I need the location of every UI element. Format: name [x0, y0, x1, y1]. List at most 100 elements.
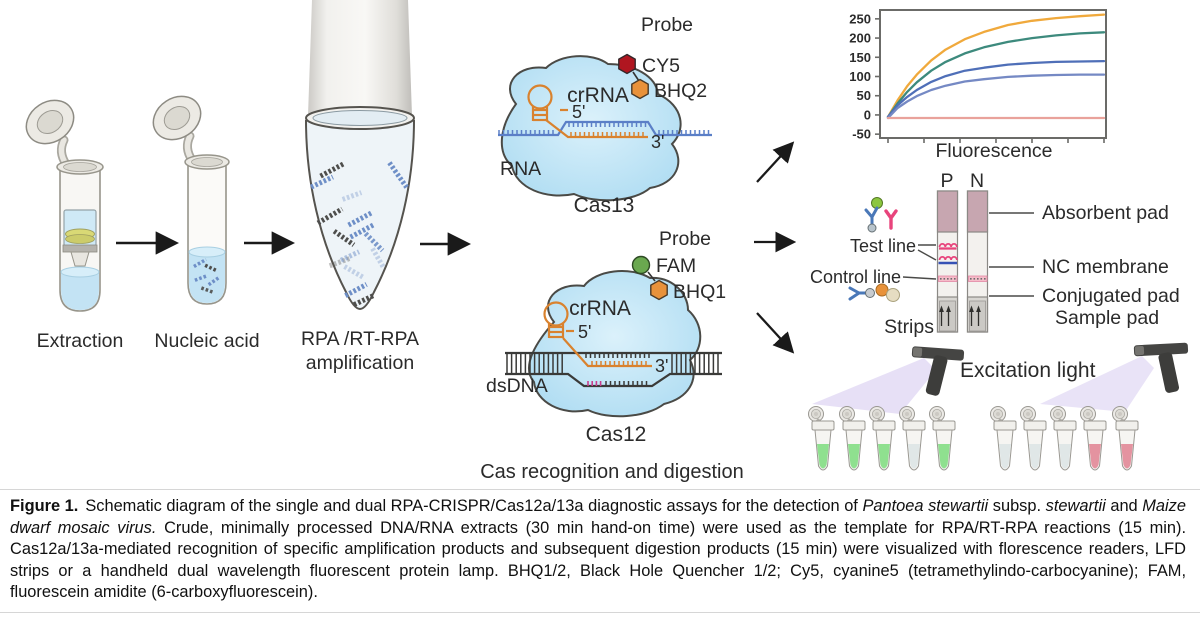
conjugated-pad-label: Conjugated pad	[1042, 285, 1180, 307]
sample-pad-label: Sample pad	[1055, 307, 1159, 329]
rna-label: RNA	[500, 158, 541, 180]
chart-x-label: Fluorescence	[935, 140, 1052, 162]
y-tick-label: 0	[864, 107, 871, 122]
lfd-strips: P N Test line Control li	[810, 170, 1180, 338]
figure-caption-label: Figure 1.	[10, 497, 79, 515]
crrna-hairpin-icon	[543, 301, 574, 339]
sample-tube-green	[808, 406, 835, 471]
cas13-five-prime: 5'	[572, 102, 585, 122]
chart-curve-signal-mid-high	[886, 31, 1106, 119]
caption-species-1: Pantoea stewartii	[862, 497, 989, 515]
cas12-crrna-strand	[562, 337, 652, 368]
chart-curve-signal-mid	[886, 59, 1106, 119]
strips-label: Strips	[884, 316, 934, 338]
cy5-dye-icon	[618, 53, 636, 75]
sample-tube-clear	[990, 406, 1017, 471]
excitation-panel: Excitation light	[808, 342, 1189, 471]
test-line-2	[938, 256, 958, 261]
rpa-tube: RPA /RT-RPA amplification	[301, 0, 419, 374]
nucleic-acid-tube: Nucleic acid	[152, 95, 260, 352]
cas13-three-prime: 3'	[651, 132, 664, 152]
figure-caption: Figure 1. Schematic diagram of the single…	[10, 496, 1186, 604]
y-tick-label: 150	[849, 50, 871, 65]
sample-tube-pink	[1112, 406, 1139, 471]
sample-tube-green	[839, 406, 866, 471]
caption-divider	[0, 489, 1200, 490]
cas-caption: Cas recognition and digestion	[480, 461, 744, 483]
caption-text: Schematic diagram of the single and dual…	[85, 497, 863, 515]
sample-tube-green	[929, 406, 956, 471]
cas12-probe-label: Probe	[659, 228, 711, 250]
result-tubes-right	[990, 406, 1139, 471]
cas12-complex: Probe crRNA 5' 3' dsDNA Cas12 FAM BHQ1	[486, 228, 726, 446]
extraction-tube: Extraction	[25, 99, 124, 352]
chart-curves	[886, 13, 1106, 120]
bhq1-label: BHQ1	[673, 281, 726, 303]
extraction-label: Extraction	[37, 330, 124, 352]
tube-cap-icon	[152, 95, 202, 141]
y-tick-label: -50	[852, 127, 871, 142]
tube-cap-icon	[25, 99, 75, 145]
arrow-to-fluorescence	[756, 141, 795, 183]
cas12-protein-blob	[528, 270, 702, 418]
light-beam	[1040, 356, 1154, 412]
dna-fragments	[193, 257, 221, 294]
cas13-name: Cas13	[574, 194, 635, 217]
uv-lamp-icon	[911, 346, 965, 396]
page-rule	[0, 612, 1200, 613]
y-tick-label: 100	[849, 69, 871, 84]
gold-conjugate-icon	[848, 283, 900, 302]
test-line-label: Test line	[850, 236, 916, 256]
control-line-label: Control line	[810, 267, 901, 287]
cas12-three-prime: 3'	[655, 356, 668, 376]
caption-species-3: Maize dwarf mosaic virus.	[10, 497, 1186, 537]
excitation-light-label: Excitation light	[960, 359, 1096, 382]
amplified-dna-fragments	[310, 161, 409, 307]
fam-dye-icon	[631, 255, 651, 275]
cas12-crrna-label: crRNA	[569, 297, 631, 320]
caption-text: and	[1105, 497, 1143, 515]
fam-label: FAM	[656, 255, 696, 277]
chart-curve-signal-low	[886, 73, 1106, 120]
figure-diagram: Extraction Nucleic acid RPA /RT-RPA ampl…	[25, 0, 1189, 483]
base-pairing-ticks	[506, 353, 719, 386]
strip-positive	[936, 190, 959, 333]
test-line-1	[938, 243, 958, 248]
sample-flow-arrows	[939, 305, 981, 326]
sample-tube-clear	[1020, 406, 1047, 471]
cas12-name: Cas12	[586, 423, 647, 446]
dsdna-label: dsDNA	[486, 375, 548, 397]
crrna-strand	[545, 119, 648, 139]
sample-tube-green	[869, 406, 896, 471]
cy5-label: CY5	[642, 55, 680, 77]
base-pairing-ticks	[498, 122, 710, 137]
light-beam	[812, 358, 936, 414]
caption-text: Crude, minimally processed DNA/RNA extra…	[10, 518, 1187, 602]
chart-curve-signal-high	[886, 13, 1106, 119]
nucleic-acid-label: Nucleic acid	[154, 330, 259, 352]
strip-n-label: N	[970, 170, 984, 192]
nc-membrane-label: NC membrane	[1042, 256, 1169, 278]
chart-x-axis	[887, 138, 1105, 143]
absorbent-pad-label: Absorbent pad	[1042, 202, 1169, 224]
sample-tube-pink	[1080, 406, 1107, 471]
cas13-complex: Probe crRNA 5' 3' RNA Cas13 CY5 BHQ2	[498, 14, 712, 217]
arrow-to-lamp	[756, 312, 795, 354]
cas13-crrna-label: crRNA	[567, 84, 629, 107]
rpa-label-line2: amplification	[306, 352, 414, 374]
antibody-detector-icon	[864, 197, 898, 233]
cas13-probe-label: Probe	[641, 14, 693, 36]
sample-tube-clear	[899, 406, 926, 471]
strip-p-label: P	[940, 170, 953, 192]
flow-arrows	[116, 141, 797, 354]
crrna-hairpin-icon	[527, 84, 568, 122]
y-tick-label: 50	[857, 88, 871, 103]
result-tubes-left	[808, 406, 956, 471]
uv-lamp-icon	[1133, 342, 1189, 393]
cas12-five-prime: 5'	[578, 322, 591, 342]
bhq2-label: BHQ2	[654, 80, 707, 102]
bhq1-quencher-icon	[650, 279, 668, 301]
